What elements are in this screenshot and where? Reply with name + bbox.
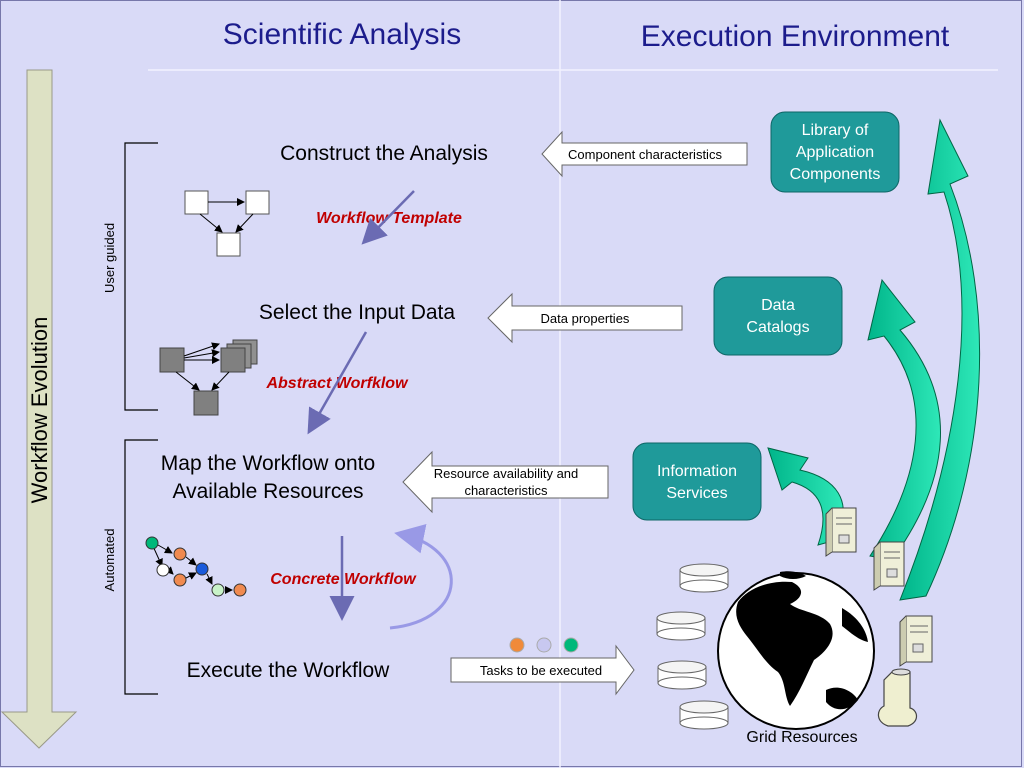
- information-text-line1: Information: [657, 463, 737, 480]
- server-icon-3: [899, 615, 933, 667]
- library-application-components-box: Library of Application Components: [770, 111, 900, 193]
- workflow-evolution-label: Workflow Evolution: [27, 317, 52, 504]
- tasks-to-be-executed-text: Tasks to be executed: [480, 663, 602, 678]
- automated-label: Automated: [102, 529, 117, 592]
- component-characteristics-text: Component characteristics: [568, 147, 722, 162]
- information-services-box: Information Services: [632, 442, 762, 521]
- arrow-select-to-map: [307, 331, 368, 435]
- library-text-line1: Library of: [802, 122, 869, 139]
- user-guided-bracket: [124, 142, 158, 411]
- concrete-workflow-graph: [145, 536, 247, 597]
- label-workflow-template: Workflow Template: [316, 210, 462, 227]
- resource-availability-text-line1: Resource availability and: [434, 466, 579, 481]
- catalogs-text-line2: Catalogs: [746, 319, 809, 336]
- green-arrow-to-library: [899, 118, 981, 601]
- step-select-input-data: Select the Input Data: [259, 301, 455, 324]
- library-text-line2: Application: [796, 144, 874, 161]
- library-text-line3: Components: [790, 166, 881, 183]
- server-icon-2: [873, 541, 905, 591]
- user-guided-label: User guided: [102, 223, 117, 293]
- step-execute-workflow: Execute the Workflow: [187, 659, 391, 682]
- arrow-data-properties: Data properties: [487, 292, 683, 344]
- globe-icon: [717, 571, 875, 730]
- catalogs-text-line1: Data: [761, 297, 795, 314]
- workflow-evolution-arrow: [0, 69, 78, 749]
- arrow-resource-availability: Resource availability and characteristic…: [402, 450, 609, 514]
- green-arrow-to-information: [767, 447, 844, 546]
- header-execution-environment: Execution Environment: [641, 20, 950, 53]
- arrow-construct-to-select: [361, 190, 415, 245]
- step-map-workflow-line1: Map the Workflow onto: [161, 452, 375, 475]
- arrow-tasks-to-be-executed: Tasks to be executed: [450, 644, 635, 696]
- feedback-loop-arrow: [389, 524, 453, 630]
- label-concrete-workflow: Concrete Workflow: [270, 571, 417, 588]
- step-construct-analysis: Construct the Analysis: [280, 142, 488, 165]
- supercomputer-icon: [877, 668, 918, 727]
- header-scientific-analysis: Scientific Analysis: [223, 18, 461, 51]
- arrow-component-characteristics: Component characteristics: [541, 130, 748, 178]
- information-text-line2: Services: [666, 485, 727, 502]
- step-map-workflow-line2: Available Resources: [172, 480, 363, 503]
- data-catalogs-box: Data Catalogs: [713, 276, 843, 356]
- workflow-template-graph: [184, 190, 270, 257]
- resource-availability-text-line2: characteristics: [464, 483, 548, 498]
- disk-storage-icons: [656, 563, 729, 730]
- task-dot-orange: [509, 637, 525, 653]
- task-dot-green: [563, 637, 579, 653]
- green-arrow-to-catalogs: [867, 278, 941, 561]
- server-icon-1: [825, 507, 857, 557]
- automated-bracket: [124, 439, 158, 695]
- grid-resources-label: Grid Resources: [746, 729, 857, 746]
- abstract-workflow-graph: [159, 339, 258, 416]
- task-dot-lavender: [536, 637, 552, 653]
- data-properties-text: Data properties: [541, 311, 630, 326]
